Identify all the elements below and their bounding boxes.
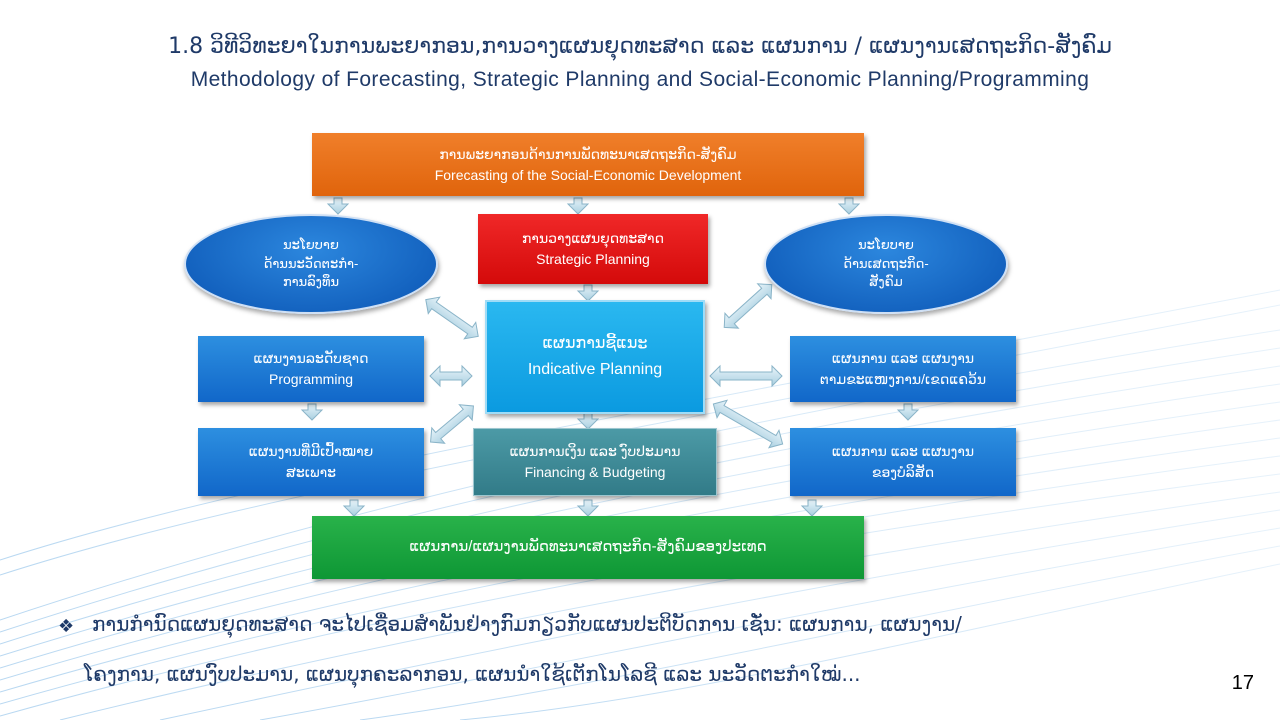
programming-lao: ແຜນງານລະດັບຊາດ	[253, 350, 369, 366]
sector-plan-box: ແຜນການ ແລະ ແຜນງານ ຕາມຂະແໜງການ/ເຂດແຄວ້ນ	[790, 336, 1016, 402]
programming-box: ແຜນງານລະດັບຊາດ Programming	[198, 336, 424, 402]
financing-en: Financing & Budgeting	[524, 464, 666, 480]
bullet-line-1: ການກໍານົດແຜນຍຸດທະສາດ ຈະໄປເຊື່ອມສໍາພັນຢ່າ…	[92, 612, 962, 636]
indicative-en: Indicative Planning	[527, 361, 663, 378]
target-program-line1: ແຜນງານທີ່ມີເປົ້າໝາຍ	[248, 443, 374, 459]
financing-lao: ແຜນການເງິນ ແລະ ງົບປະມານ	[509, 443, 681, 459]
enterprise-plan-line1: ແຜນການ ແລະ ແຜນງານ	[831, 443, 975, 459]
policy-right-oval: ນະໂຍບາຍ ດ້ານເສດຖະກິດ- ສັງຄົມ	[764, 214, 1008, 314]
bullet-line-2: ໂຄງການ, ແຜນງົບປະມານ, ແຜນບຸກຄະລາກອນ, ແຜນນ…	[84, 662, 861, 686]
forecasting-box: ການພະຍາກອນດ້ານການພັດທະນາເສດຖະກິດ-ສັງຄົມ …	[312, 133, 864, 196]
policy-right-line3: ສັງຄົມ	[869, 274, 903, 290]
slide-title-english: Methodology of Forecasting, Strategic Pl…	[190, 68, 1090, 91]
slide-title-lao: 1.8 ວິທີວິທະຍາໃນການພະຍາກອນ,ການວາງແຜນຍຸດທ…	[168, 34, 1112, 59]
sector-plan-line1: ແຜນການ ແລະ ແຜນງານ	[831, 350, 975, 366]
national-plan-box: ແຜນການ/ແຜນງານພັດທະນາເສດຖະກິດ-ສັງຄົມຂອງປະ…	[312, 516, 864, 579]
national-plan-lao: ແຜນການ/ແຜນງານພັດທະນາເສດຖະກິດ-ສັງຄົມຂອງປະ…	[409, 538, 767, 556]
programming-en: Programming	[268, 371, 354, 387]
forecasting-lao: ການພະຍາກອນດ້ານການພັດທະນາເສດຖະກິດ-ສັງຄົມ	[439, 145, 737, 162]
bullet-symbol: ❖	[58, 616, 75, 637]
financing-budgeting-box: ແຜນການເງິນ ແລະ ງົບປະມານ Financing & Budg…	[473, 428, 717, 496]
strategic-lao: ການວາງແຜນຍຸດທະສາດ	[522, 230, 664, 246]
forecasting-en: Forecasting of the Social-Economic Devel…	[434, 166, 742, 183]
page-number: 17	[1231, 672, 1254, 694]
policy-left-line1: ນະໂຍບາຍ	[283, 236, 339, 252]
strategic-en: Strategic Planning	[536, 251, 650, 267]
policy-left-line2: ດ້ານນະວັດຕະກໍາ-	[263, 255, 359, 271]
strategic-planning-box: ການວາງແຜນຍຸດທະສາດ Strategic Planning	[478, 214, 708, 284]
enterprise-plan-line2: ຂອງບໍລິສັດ	[871, 464, 935, 480]
enterprise-plan-box: ແຜນການ ແລະ ແຜນງານ ຂອງບໍລິສັດ	[790, 428, 1016, 496]
policy-right-line1: ນະໂຍບາຍ	[858, 236, 914, 252]
target-program-box: ແຜນງານທີ່ມີເປົ້າໝາຍ ສະເພາະ	[198, 428, 424, 496]
indicative-planning-box: ແຜນການຊີ້ແນະ Indicative Planning	[485, 300, 705, 414]
policy-left-oval: ນະໂຍບາຍ ດ້ານນະວັດຕະກໍາ- ການລົງທຶນ	[184, 214, 438, 314]
target-program-line2: ສະເພາະ	[286, 464, 336, 480]
indicative-lao: ແຜນການຊີ້ແນະ	[542, 335, 648, 353]
policy-left-line3: ການລົງທຶນ	[282, 274, 340, 290]
sector-plan-line2: ຕາມຂະແໜງການ/ເຂດແຄວ້ນ	[819, 371, 987, 387]
policy-right-line2: ດ້ານເສດຖະກິດ-	[843, 255, 929, 271]
